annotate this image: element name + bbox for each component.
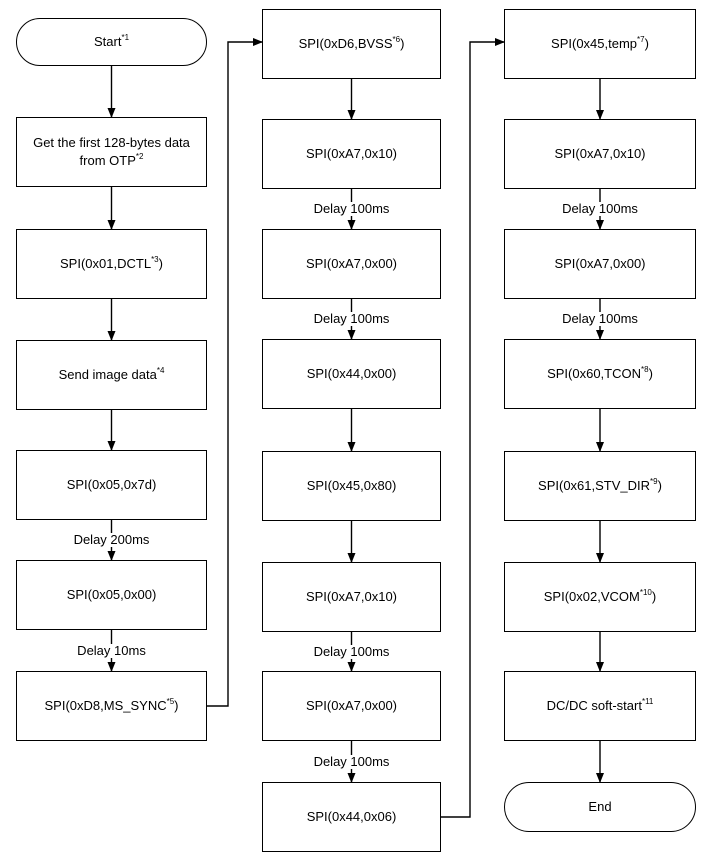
flow-step-label: SPI(0x44,0x06) (307, 808, 397, 826)
flow-step-2-8: SPI(0x44,0x06) (262, 782, 441, 852)
flow-step-label: Start*1 (94, 33, 129, 51)
flow-step-3-1: SPI(0x45,temp*7) (504, 9, 696, 79)
step-text: Start (93, 34, 122, 49)
flow-step-label: SPI(0x45,0x80) (307, 477, 397, 495)
footnote-marker: *1 (121, 32, 130, 42)
step-text: SPI(0x05,0x7d) (66, 477, 157, 492)
flow-step-3-3: SPI(0xA7,0x00) (504, 229, 696, 299)
flow-step-2-3: SPI(0xA7,0x00) (262, 229, 441, 299)
step-text: SPI(0xA7,0x10) (305, 146, 398, 161)
step-text: SPI(0xA7,0x10) (554, 146, 646, 161)
flow-step-label: SPI(0xA7,0x00) (554, 255, 645, 273)
flow-step-label: End (588, 798, 611, 816)
flow-step-1-7: SPI(0xD8,MS_SYNC*5) (16, 671, 207, 741)
footnote-marker: *6 (392, 34, 401, 44)
step-text: SPI(0x44,0x06) (306, 809, 397, 824)
delay-label: Delay 100ms (311, 643, 392, 659)
step-text: SPI(0x45,temp (551, 36, 638, 51)
step-text: SPI(0x61,STV_DIR (538, 478, 651, 493)
flow-step-1-5: SPI(0x05,0x7d) (16, 450, 207, 520)
flow-step-3-4: SPI(0x60,TCON*8) (504, 339, 696, 409)
footnote-marker: *2 (135, 151, 144, 161)
flow-step-label: SPI(0x02,VCOM*10) (544, 588, 656, 606)
flow-step-label: SPI(0xD8,MS_SYNC*5) (45, 697, 179, 715)
flow-step-label: SPI(0x05,0x7d) (67, 476, 157, 494)
step-text: SPI(0xA7,0x10) (305, 589, 398, 604)
flow-step-label: Get the first 128-bytes data from OTP*2 (33, 134, 190, 170)
delay-label: Delay 100ms (311, 753, 392, 769)
step-text-suffix: ) (158, 256, 163, 271)
step-text: SPI(0xD8,MS_SYNC (44, 698, 167, 713)
footnote-marker: *4 (156, 365, 165, 375)
footnote-marker: *7 (637, 34, 645, 44)
flow-step-label: SPI(0x61,STV_DIR*9) (538, 477, 662, 495)
step-text: SPI(0x45,0x80) (306, 478, 397, 493)
flow-step-label: SPI(0xA7,0x00) (306, 697, 397, 715)
flow-step-1-6: SPI(0x05,0x00) (16, 560, 207, 630)
footnote-marker: *5 (166, 696, 175, 706)
delay-label: Delay 100ms (311, 311, 392, 326)
flow-step-1-3: SPI(0x01,DCTL*3) (16, 229, 207, 299)
step-text: SPI(0xD6,BVSS (298, 36, 393, 51)
flow-step-label: DC/DC soft-start*11 (547, 697, 654, 715)
flow-step-label: SPI(0x44,0x00) (307, 365, 397, 383)
step-text: SPI(0xA7,0x00) (554, 256, 646, 271)
step-text: SPI(0x60,TCON (547, 366, 641, 381)
step-text: SPI(0xA7,0x00) (305, 256, 398, 271)
step-text: SPI(0xA7,0x00) (305, 698, 398, 713)
flow-step-2-4: SPI(0x44,0x00) (262, 339, 441, 409)
delay-label: Delay 100ms (560, 311, 640, 326)
flow-step-label: Send image data*4 (59, 366, 165, 384)
flow-step-3-2: SPI(0xA7,0x10) (504, 119, 696, 189)
flow-step-label: SPI(0x01,DCTL*3) (60, 255, 163, 273)
flow-step-2-7: SPI(0xA7,0x00) (262, 671, 441, 741)
footnote-marker: *3 (151, 254, 159, 264)
footnote-marker: *9 (650, 476, 658, 486)
step-text-suffix: ) (648, 366, 653, 381)
step-text: End (588, 799, 612, 814)
delay-label: Delay 10ms (75, 642, 148, 658)
step-text: DC/DC soft-start (546, 698, 642, 713)
step-text-suffix: ) (174, 698, 179, 713)
flow-step-label: SPI(0xA7,0x10) (554, 145, 645, 163)
flow-step-3-6: SPI(0x02,VCOM*10) (504, 562, 696, 632)
delay-label: Delay 100ms (311, 201, 392, 216)
connector-arrow (441, 38, 505, 818)
step-text: Get the first 128-bytes data from OTP (33, 135, 190, 168)
flow-step-1-2: Get the first 128-bytes data from OTP*2 (16, 117, 207, 187)
step-text: SPI(0x05,0x00) (66, 587, 157, 602)
delay-label: Delay 200ms (71, 532, 152, 547)
flow-step-label: SPI(0xA7,0x10) (306, 145, 397, 163)
connector-arrow (207, 38, 263, 707)
footnote-marker: *10 (639, 587, 652, 597)
flow-step-3-7: DC/DC soft-start*11 (504, 671, 696, 741)
flow-step-1-4: Send image data*4 (16, 340, 207, 410)
flow-step-label: SPI(0xD6,BVSS*6) (299, 35, 405, 53)
footnote-marker: *11 (641, 696, 654, 706)
flow-step-label: SPI(0x05,0x00) (67, 586, 157, 604)
step-text: SPI(0x44,0x00) (306, 366, 397, 381)
flow-step-1-1: Start*1 (16, 18, 207, 66)
flow-step-2-1: SPI(0xD6,BVSS*6) (262, 9, 441, 79)
step-text: Send image data (58, 367, 157, 382)
flow-step-label: SPI(0x60,TCON*8) (547, 365, 653, 383)
step-text-suffix: ) (644, 36, 649, 51)
flow-step-3-5: SPI(0x61,STV_DIR*9) (504, 451, 696, 521)
step-text-suffix: ) (657, 478, 662, 493)
flow-step-label: SPI(0xA7,0x00) (306, 255, 397, 273)
step-text-suffix: ) (651, 589, 657, 604)
flow-step-2-2: SPI(0xA7,0x10) (262, 119, 441, 189)
step-text: SPI(0x01,DCTL (60, 256, 152, 271)
flow-step-3-8: End (504, 782, 696, 832)
flow-step-2-6: SPI(0xA7,0x10) (262, 562, 441, 632)
footnote-marker: *8 (641, 364, 649, 374)
flow-step-label: SPI(0x45,temp*7) (551, 35, 649, 53)
delay-label: Delay 100ms (560, 201, 640, 216)
step-text: SPI(0x02,VCOM (543, 589, 640, 604)
step-text-suffix: ) (400, 36, 405, 51)
flow-step-2-5: SPI(0x45,0x80) (262, 451, 441, 521)
flow-step-label: SPI(0xA7,0x10) (306, 588, 397, 606)
